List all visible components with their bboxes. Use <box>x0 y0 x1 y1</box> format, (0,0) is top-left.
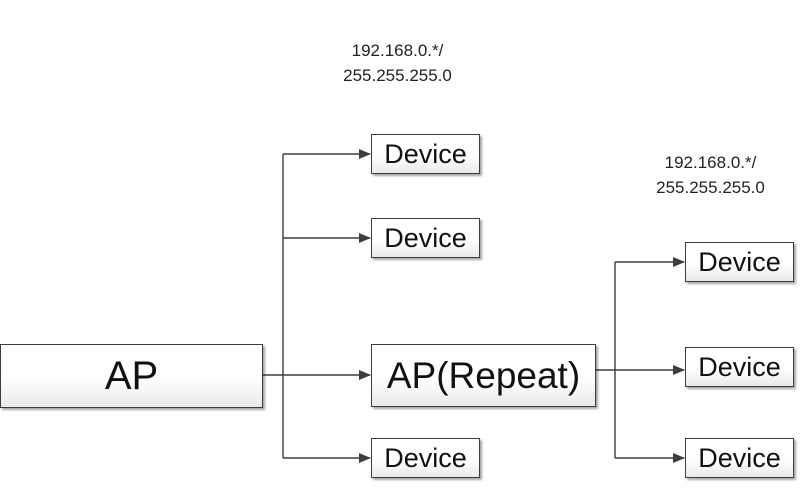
ap-node: AP <box>0 344 263 408</box>
device-node: Device <box>371 438 480 478</box>
subnet-mask: 255.255.255.0 <box>656 178 765 197</box>
repeater-node: AP(Repeat) <box>371 344 596 407</box>
device-node: Device <box>371 218 480 258</box>
subnet-address: 192.168.0.*/ <box>664 153 757 172</box>
subnet-mask: 255.255.255.0 <box>343 66 452 85</box>
device-node: Device <box>685 438 794 478</box>
subnet-label-repeater: 192.168.0.*/ 255.255.255.0 <box>633 150 788 200</box>
device-node: Device <box>685 347 794 387</box>
subnet-label-main: 192.168.0.*/ 255.255.255.0 <box>320 38 475 88</box>
subnet-address: 192.168.0.*/ <box>351 41 444 60</box>
device-node: Device <box>371 134 480 174</box>
device-node: Device <box>685 242 794 282</box>
